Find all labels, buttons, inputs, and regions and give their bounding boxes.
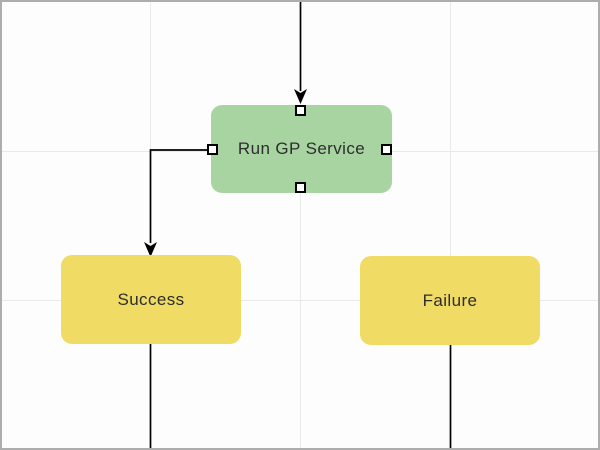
node-success[interactable]: Success — [61, 255, 241, 344]
node-run-gp-service[interactable]: Run GP Service — [211, 105, 392, 193]
gridline-horizontal — [0, 300, 600, 301]
node-label: Success — [117, 289, 185, 309]
connection-handle-right[interactable] — [381, 144, 392, 155]
gridline-vertical — [300, 0, 301, 450]
connector-run-gp-service-to-success[interactable] — [144, 149, 213, 257]
connection-handle-left[interactable] — [207, 144, 218, 155]
node-failure[interactable]: Failure — [360, 256, 540, 345]
connection-handle-bottom[interactable] — [295, 182, 306, 193]
connector-into-run-gp-service[interactable] — [294, 0, 307, 104]
arrowhead-down — [294, 89, 307, 104]
gridline-vertical — [450, 0, 451, 450]
node-label: Failure — [422, 290, 478, 310]
arrowhead-down — [144, 242, 157, 257]
connector-line[interactable] — [149, 149, 213, 243]
connection-handle-top[interactable] — [295, 105, 306, 116]
node-label: Run GP Service — [237, 139, 366, 158]
